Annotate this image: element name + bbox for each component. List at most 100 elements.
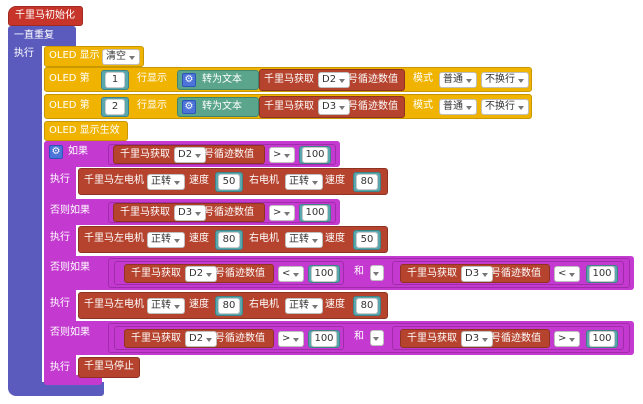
cond3b-sensor-dropdown[interactable]: D3: [461, 266, 494, 282]
motor3-right-label: 右电机: [249, 299, 279, 310]
cond4b-sensor-dropdown[interactable]: D3: [461, 331, 494, 347]
cond1-value[interactable]: 100: [302, 147, 328, 163]
motor2-right-speed[interactable]: 50: [356, 232, 378, 248]
to-text-label-1: 转为文本: [202, 74, 242, 85]
cond3b-value[interactable]: 100: [589, 266, 615, 282]
forever-exec-label: 执行: [14, 48, 34, 59]
cond2-operator-dropdown[interactable]: >: [269, 205, 296, 221]
oled-line1-mode-dropdown[interactable]: 普通: [439, 72, 477, 88]
gear-icon[interactable]: ⚙: [182, 73, 196, 87]
cond3b-operator-dropdown[interactable]: <: [554, 266, 581, 282]
motor2-left-dir-dropdown[interactable]: 正转: [147, 232, 185, 248]
oled-clear-dropdown[interactable]: 清空: [102, 49, 140, 65]
cond1-value-block: 100: [299, 146, 331, 164]
exec-label-3: 执行: [50, 298, 70, 309]
cond3a-operator-dropdown[interactable]: <: [278, 266, 305, 282]
motor1-right-label: 右电机: [249, 175, 279, 186]
getter-block-cond1[interactable]: 千里马获取 D2 号循迹数值: [113, 145, 265, 164]
motor3-left-label: 千里马左电机: [84, 299, 144, 310]
motor1-left-dir-dropdown[interactable]: 正转: [147, 174, 185, 190]
cond4b-value-block: 100: [586, 330, 618, 348]
getter-line1-sensor-dropdown[interactable]: D2: [318, 72, 351, 88]
cond1-operator-dropdown[interactable]: >: [269, 147, 296, 163]
motor3-right-speed-label: 速度: [325, 299, 345, 310]
motor-block-2[interactable]: 千里马左电机 正转 速度 80 右电机 正转 速度 50: [78, 226, 388, 253]
motor-block-3[interactable]: 千里马左电机 正转 速度 80 右电机 正转 速度 80: [78, 292, 388, 319]
forever-block-label: 一直重复: [14, 30, 54, 41]
gear-icon[interactable]: ⚙: [49, 145, 63, 159]
stop-label: 千里马停止: [84, 361, 134, 372]
and-dropdown-2[interactable]: [370, 330, 384, 346]
motor3-right-speed[interactable]: 80: [356, 298, 378, 314]
motor2-right-speed-label: 速度: [325, 233, 345, 244]
getter-block-cond3a[interactable]: 千里马获取 D2 号循迹数值: [124, 264, 274, 283]
motor1-left-speed[interactable]: 50: [218, 174, 240, 190]
oled-line1-block[interactable]: OLED 第 1 行显示 ⚙ 转为文本 千里马获取 D2 号循迹数值 模式 普通…: [44, 67, 532, 92]
oled-line2-number-block: 2: [101, 97, 129, 117]
cond3b-getter-label: 千里马获取: [407, 268, 457, 279]
oled-line1-wrap-dropdown[interactable]: 不换行: [481, 72, 529, 88]
cond1-sensor-dropdown[interactable]: D2: [174, 147, 207, 163]
cond4a-value[interactable]: 100: [311, 331, 337, 347]
motor3-left-speed-block: 80: [215, 296, 243, 316]
cond3a-sensor-dropdown[interactable]: D2: [185, 266, 218, 282]
stop-block[interactable]: 千里马停止: [78, 357, 140, 378]
oled-line2-mode-label: 模式: [413, 100, 433, 111]
oled-line1-suffix: 行显示: [137, 73, 167, 84]
cond4a-operator-dropdown[interactable]: >: [278, 331, 305, 347]
motor2-left-speed-label: 速度: [189, 233, 209, 244]
cond4a-getter-suffix: 号循迹数值: [215, 333, 265, 344]
motor1-right-speed-label: 速度: [325, 175, 345, 186]
to-text-block-2[interactable]: ⚙ 转为文本: [177, 97, 259, 117]
motor1-left-speed-label: 速度: [189, 175, 209, 186]
motor1-left-speed-block: 50: [215, 172, 243, 192]
and-dropdown-1[interactable]: [370, 265, 384, 281]
cond2-sensor-dropdown[interactable]: D3: [174, 205, 207, 221]
oled-line2-wrap-dropdown[interactable]: 不换行: [481, 99, 529, 115]
cond4a-getter-label: 千里马获取: [131, 333, 181, 344]
cond4a-value-block: 100: [308, 330, 340, 348]
getter-block-cond4b[interactable]: 千里马获取 D3 号循迹数值: [400, 329, 550, 348]
cond4a-sensor-dropdown[interactable]: D2: [185, 331, 218, 347]
cond4b-getter-label: 千里马获取: [407, 333, 457, 344]
motor1-right-dir-dropdown[interactable]: 正转: [285, 174, 323, 190]
oled-line2-mode-dropdown[interactable]: 普通: [439, 99, 477, 115]
elseif-label-3: 否则如果: [50, 327, 90, 338]
cond3a-getter-suffix: 号循迹数值: [215, 268, 265, 279]
cond4b-value[interactable]: 100: [589, 331, 615, 347]
oled-apply-block[interactable]: OLED 显示生效: [44, 121, 128, 141]
getter-block-line1[interactable]: 千里马获取 D2 号循迹数值: [259, 69, 405, 91]
motor3-right-speed-block: 80: [353, 296, 381, 316]
motor3-left-speed[interactable]: 80: [218, 298, 240, 314]
oled-show-block[interactable]: OLED 显示 清空: [44, 46, 144, 67]
and-label-1: 和: [354, 266, 364, 277]
getter-block-cond3b[interactable]: 千里马获取 D3 号循迹数值: [400, 264, 550, 283]
getter-line2-sensor-dropdown[interactable]: D3: [318, 99, 351, 115]
motor2-right-dir-dropdown[interactable]: 正转: [285, 232, 323, 248]
cond4b-operator-dropdown[interactable]: >: [554, 331, 581, 347]
gear-icon[interactable]: ⚙: [182, 100, 196, 114]
cond3a-value[interactable]: 100: [311, 266, 337, 282]
cond4b-getter-suffix: 号循迹数值: [491, 333, 541, 344]
oled-line2-number[interactable]: 2: [105, 99, 125, 115]
motor1-right-speed[interactable]: 80: [356, 174, 378, 190]
init-block[interactable]: 千里马初始化: [8, 6, 83, 26]
motor2-left-speed[interactable]: 80: [218, 232, 240, 248]
oled-line1-number[interactable]: 1: [105, 72, 125, 88]
oled-line2-block[interactable]: OLED 第 2 行显示 ⚙ 转为文本 千里马获取 D3 号循迹数值 模式 普通…: [44, 94, 532, 119]
if-label: 如果: [68, 146, 88, 157]
cond2-value[interactable]: 100: [302, 205, 328, 221]
motor2-left-label: 千里马左电机: [84, 233, 144, 244]
getter-block-cond2[interactable]: 千里马获取 D3 号循迹数值: [113, 203, 265, 222]
getter-block-line2[interactable]: 千里马获取 D3 号循迹数值: [259, 96, 405, 118]
forever-block[interactable]: 一直重复: [8, 26, 76, 46]
motor3-left-dir-dropdown[interactable]: 正转: [147, 298, 185, 314]
oled-apply-label: OLED 显示生效: [49, 125, 120, 136]
elseif-label-2: 否则如果: [50, 262, 90, 273]
motor-block-1[interactable]: 千里马左电机 正转 速度 50 右电机 正转 速度 80: [78, 168, 388, 195]
oled-line1-number-block: 1: [101, 70, 129, 90]
to-text-block-1[interactable]: ⚙ 转为文本: [177, 70, 259, 90]
cond1-getter-label: 千里马获取: [120, 149, 170, 160]
motor3-right-dir-dropdown[interactable]: 正转: [285, 298, 323, 314]
getter-block-cond4a[interactable]: 千里马获取 D2 号循迹数值: [124, 329, 274, 348]
